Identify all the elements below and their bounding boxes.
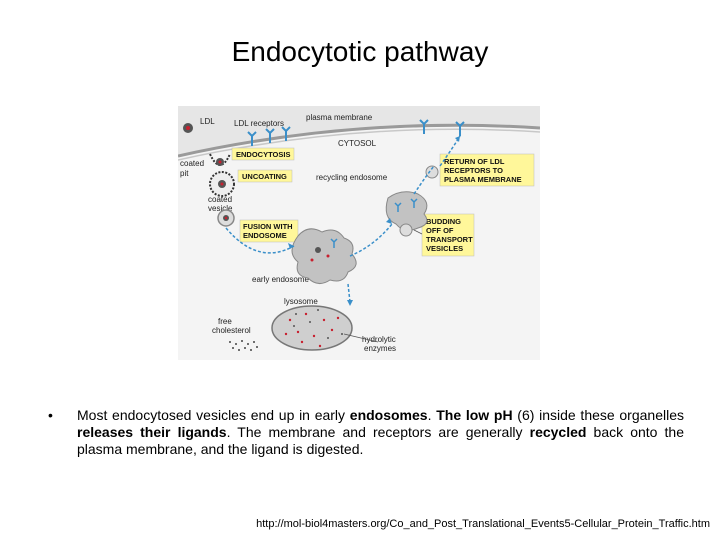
source-url: http://mol-biol4masters.org/Co_and_Post_… (256, 518, 710, 530)
plasma-membrane (178, 123, 540, 158)
bullet-part: Most endocytosed vesicles end up in earl… (77, 407, 350, 423)
label-free-cholesterol-1: free (218, 317, 232, 326)
box-budding-label-4: VESICLES (426, 244, 463, 253)
box-budding (421, 213, 475, 257)
ldl-particle (183, 123, 193, 133)
arrow-heads (288, 136, 460, 306)
box-fusion-label-2: ENDOSOME (243, 231, 287, 240)
bullet-symbol: • (48, 407, 53, 423)
bullet-part-bold: endosomes (349, 407, 428, 423)
label-ldl-receptors: LDL receptors (234, 119, 284, 128)
label-coated-pit-1: coated (180, 159, 204, 168)
label-ldl: LDL (200, 117, 215, 126)
free-cholesterol-dots (229, 340, 258, 351)
bullet-part-bold: releases their ligands (77, 424, 227, 440)
slide-title: Endocytotic pathway (231, 36, 489, 67)
bullet-text: Most endocytosed vesicles end up in earl… (77, 407, 684, 458)
endocytosis-diagram: LDL LDL receptors plasma membrane CYTOSO… (178, 106, 540, 360)
transport-vesicles (399, 165, 439, 237)
box-budding-label-3: TRANSPORT (426, 235, 473, 244)
label-coated-vesicle-2: vesicle (208, 204, 233, 213)
label-cytosol: CYTOSOL (338, 139, 377, 148)
label-coated-pit-2: pit (180, 169, 189, 178)
label-hydrolytic-enzymes-1: hydrolytic (362, 335, 396, 344)
bullet-part: back onto the plasma membrane, and the l… (77, 424, 684, 457)
box-endocytosis-label: ENDOCYTOSIS (236, 150, 290, 159)
uncoated-vesicle (217, 209, 235, 227)
bullet-part: . (427, 407, 437, 423)
pathway-arrows (225, 135, 461, 303)
label-plasma-membrane: plasma membrane (306, 113, 373, 122)
label-free-cholesterol-2: cholesterol (212, 326, 251, 335)
box-uncoating (237, 169, 293, 183)
box-return-label-3: PLASMA MEMBRANE (444, 175, 522, 184)
box-uncoating-label: UNCOATING (242, 172, 287, 181)
pointer-lines (343, 229, 423, 343)
box-return-label-2: RECEPTORS TO (444, 166, 503, 175)
label-early-endosome: early endosome (252, 275, 309, 284)
box-budding-label-2: OFF OF (426, 226, 454, 235)
label-hydrolytic-enzymes-2: enzymes (364, 344, 396, 353)
box-return-label-1: RETURN OF LDL (444, 157, 505, 166)
box-endocytosis (231, 147, 295, 161)
ldl-receptors (247, 119, 465, 146)
coated-vesicle (209, 171, 235, 197)
bullet-part-bold: recycled (529, 424, 587, 440)
bullet-part: (6) inside these organelles (512, 407, 684, 423)
label-recycling-endosome: recycling endosome (316, 173, 388, 182)
bullet-part: . The membrane and receptors are general… (226, 424, 530, 440)
label-lysosome: lysosome (284, 297, 318, 306)
lysosome (271, 305, 353, 351)
bullet-part-bold: The low pH (436, 407, 513, 423)
box-fusion (239, 219, 299, 243)
box-return (439, 153, 535, 187)
box-fusion-label-1: FUSION WITH (243, 222, 293, 231)
coated-pit (209, 153, 231, 166)
label-coated-vesicle-1: coated (208, 195, 232, 204)
box-budding-label-1: BUDDING (426, 217, 461, 226)
early-endosome (291, 228, 357, 284)
